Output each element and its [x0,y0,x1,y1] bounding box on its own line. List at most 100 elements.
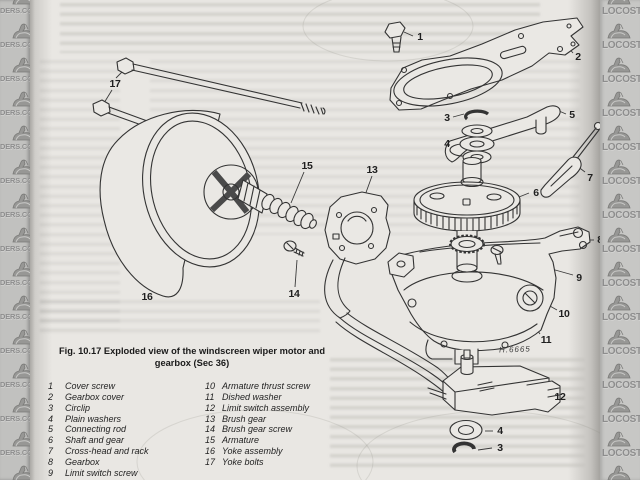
part-number: 1 [48,381,54,391]
yoke-drawing [100,101,275,297]
part-callout: 5 [569,109,575,121]
part-callout: 2 [575,51,581,63]
part-callout: 9 [576,272,582,284]
part-label: Yoke bolts [222,456,264,467]
locost-car-logo-icon [607,23,631,39]
locost-car-logo-icon [607,57,631,73]
watermark-text: DERS.CO [0,108,30,117]
part-label: Gearbox cover [65,391,125,402]
watermark-text: DERS.CO [0,142,30,151]
watermark-tile: LOCOST [600,396,640,430]
watermark-tile: DERS.CO [0,430,30,464]
watermark-tile: LOCOST [600,328,640,362]
watermark-tile: DERS.CO [0,294,30,328]
watermark-tile: LOCOST [600,192,640,226]
watermark-text: LOCOST [602,142,640,153]
watermark-tile: LOCOST [600,124,640,158]
part-label: Dished washer [222,391,282,402]
armature-drawing [204,165,318,231]
brush-gear-drawing [325,192,390,318]
watermark-tile: LOCOST [600,90,640,124]
part-label: Shaft and gear [65,435,125,446]
watermark-text: LOCOST [602,448,640,459]
bleed-through-text [40,300,320,338]
part-number: 2 [48,391,54,402]
locost-car-logo-icon [607,125,631,141]
circlip-washers-drawing [460,111,494,183]
part-number: 5 [48,424,54,435]
locost-car-logo-icon [12,227,30,243]
part-callout: 6 [533,187,539,199]
parts-list-row: 2 Gearbox cover [48,392,149,403]
watermark-text: LOCOST [602,210,640,221]
watermark-text: DERS.CO [0,74,30,83]
watermark-tile: LOCOST [600,430,640,464]
locost-car-logo-icon [12,465,30,480]
watermark-tile: DERS.CO [0,124,30,158]
gearbox-cover-drawing [390,18,583,114]
drawing-reference: H.6665 [498,344,531,355]
watermark-text: LOCOST [602,346,640,357]
part-callout: 12 [554,391,566,403]
part-label: Brush gear screw [222,424,293,435]
locost-car-logo-icon [607,363,631,379]
watermark-text: DERS.CO [0,210,30,219]
figure-caption: Fig. 10.17 Exploded view of the windscre… [42,346,342,369]
locost-car-logo-icon [12,159,30,175]
part-number: 11 [205,391,215,402]
locost-car-logo-icon [12,193,30,209]
watermark-tile: DERS.CO [0,226,30,260]
locost-car-logo-icon [12,125,30,141]
watermark-tile: DERS.CO [0,362,30,396]
watermark-text: LOCOST [602,244,640,255]
locost-car-logo-icon [12,57,30,73]
locost-car-logo-icon [607,329,631,345]
part-label: Limit switch screw [65,467,138,478]
watermark-text: LOCOST [602,414,640,425]
watermark-tile: DERS.CO [0,396,30,430]
parts-list-row: 4 Plain washers [48,414,149,425]
watermark-text: LOCOST [602,6,640,17]
parts-list-row: 15 Armature [205,435,310,446]
locost-car-logo-icon [12,23,30,39]
part-number: 15 [205,435,216,446]
limit-switch-drawing [428,350,560,415]
watermark-text: DERS.CO [0,40,30,49]
part-number: 3 [48,402,54,413]
part-label: Yoke assembly [222,446,283,457]
part-label: Gearbox [65,456,100,467]
locost-car-logo-icon [12,295,30,311]
watermark-tile: DERS.CO [0,0,30,22]
part-label: Cross-head and rack [65,446,149,457]
yoke-bolts-drawing [93,58,325,127]
gearbox-drawing [388,227,590,364]
part-callout: 16 [141,291,153,303]
watermark-tile: DERS.CO [0,22,30,56]
watermark-tile: LOCOST [600,0,640,22]
watermark-tile: LOCOST [600,22,640,56]
watermark-text: DERS.CO [0,448,30,457]
part-callout: 10 [558,308,570,320]
part-label: Circlip [65,402,91,413]
part-label: Armature [222,435,260,446]
locost-car-logo-icon [12,397,30,413]
watermark-tile: DERS.CO [0,192,30,226]
figure-caption-line1: Fig. 10.17 Exploded view of the windscre… [58,346,326,356]
watermark-tile: DERS.CO [0,158,30,192]
part-callout: 4 [444,138,450,150]
part-label: Plain washers [65,413,122,424]
part-number: 4 [48,413,54,424]
watermark-tile: DERS.CO [0,328,30,362]
part-callout: 13 [366,164,378,176]
part-callout: 4 [497,425,503,437]
watermark-text: DERS.CO [0,380,30,389]
